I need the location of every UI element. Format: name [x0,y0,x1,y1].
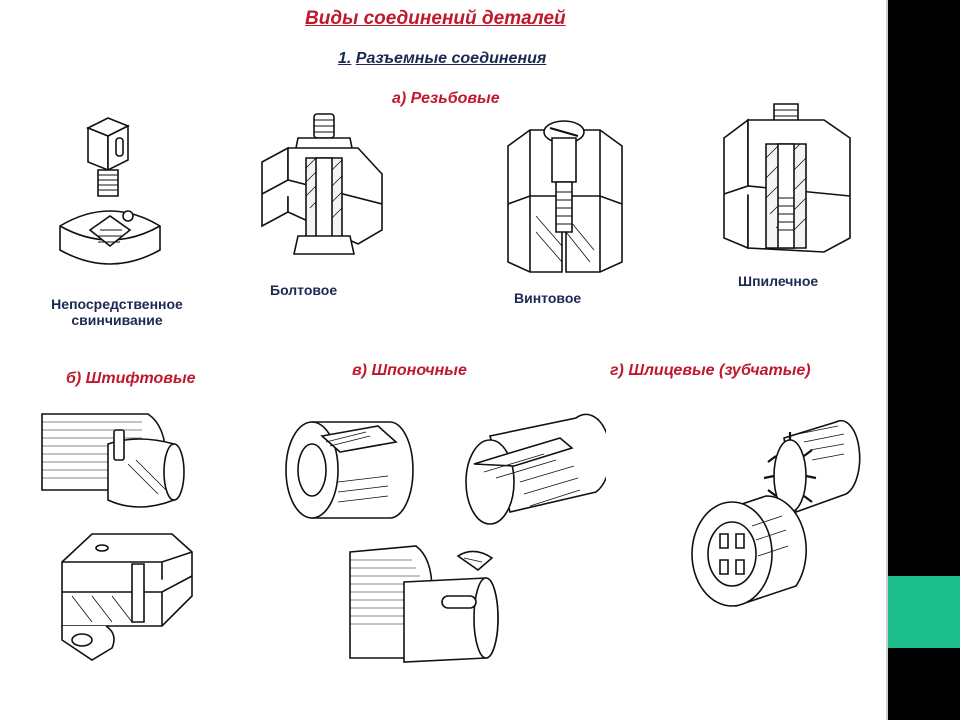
pin-shaft-illustration [38,404,186,520]
label-direct-screwing: Непосредственное свинчивание [22,296,212,328]
section-number: 1. [338,50,352,67]
pin-plate-illustration [52,530,202,664]
label-direct-line1: Непосредственное [51,296,183,312]
label-bolt: Болтовое [270,282,338,298]
label-direct-line2: свинчивание [71,312,163,328]
key-slot-shaft-illustration [346,538,518,670]
label-stud: Шпилечное [738,273,819,289]
group-heading-threaded: а) Резьбовые [392,90,500,107]
screw-joint-illustration [500,112,630,280]
key-shaft-illustration [460,412,606,528]
side-bar-divider [886,0,888,720]
label-screw: Винтовое [514,290,582,306]
slide-title: Виды соединений деталей [305,8,566,29]
spline-joint-illustration [686,416,864,610]
side-bar-accent [888,576,960,648]
group-heading-pin: б) Штифтовые [66,370,196,387]
group-heading-spline: г) Шлицевые (зубчатые) [610,362,811,379]
section-text: Разъемные соединения [355,50,547,67]
direct-screwing-illustration [50,108,170,278]
slide-canvas: Виды соединений деталей 1. Разъемные сое… [22,8,864,670]
key-bushing-illustration [282,412,414,528]
section-heading: 1. Разъемные соединения [338,50,546,68]
group-heading-key: в) Шпоночные [352,362,467,379]
bolt-joint-illustration [258,112,388,262]
stud-joint-illustration [722,98,854,260]
